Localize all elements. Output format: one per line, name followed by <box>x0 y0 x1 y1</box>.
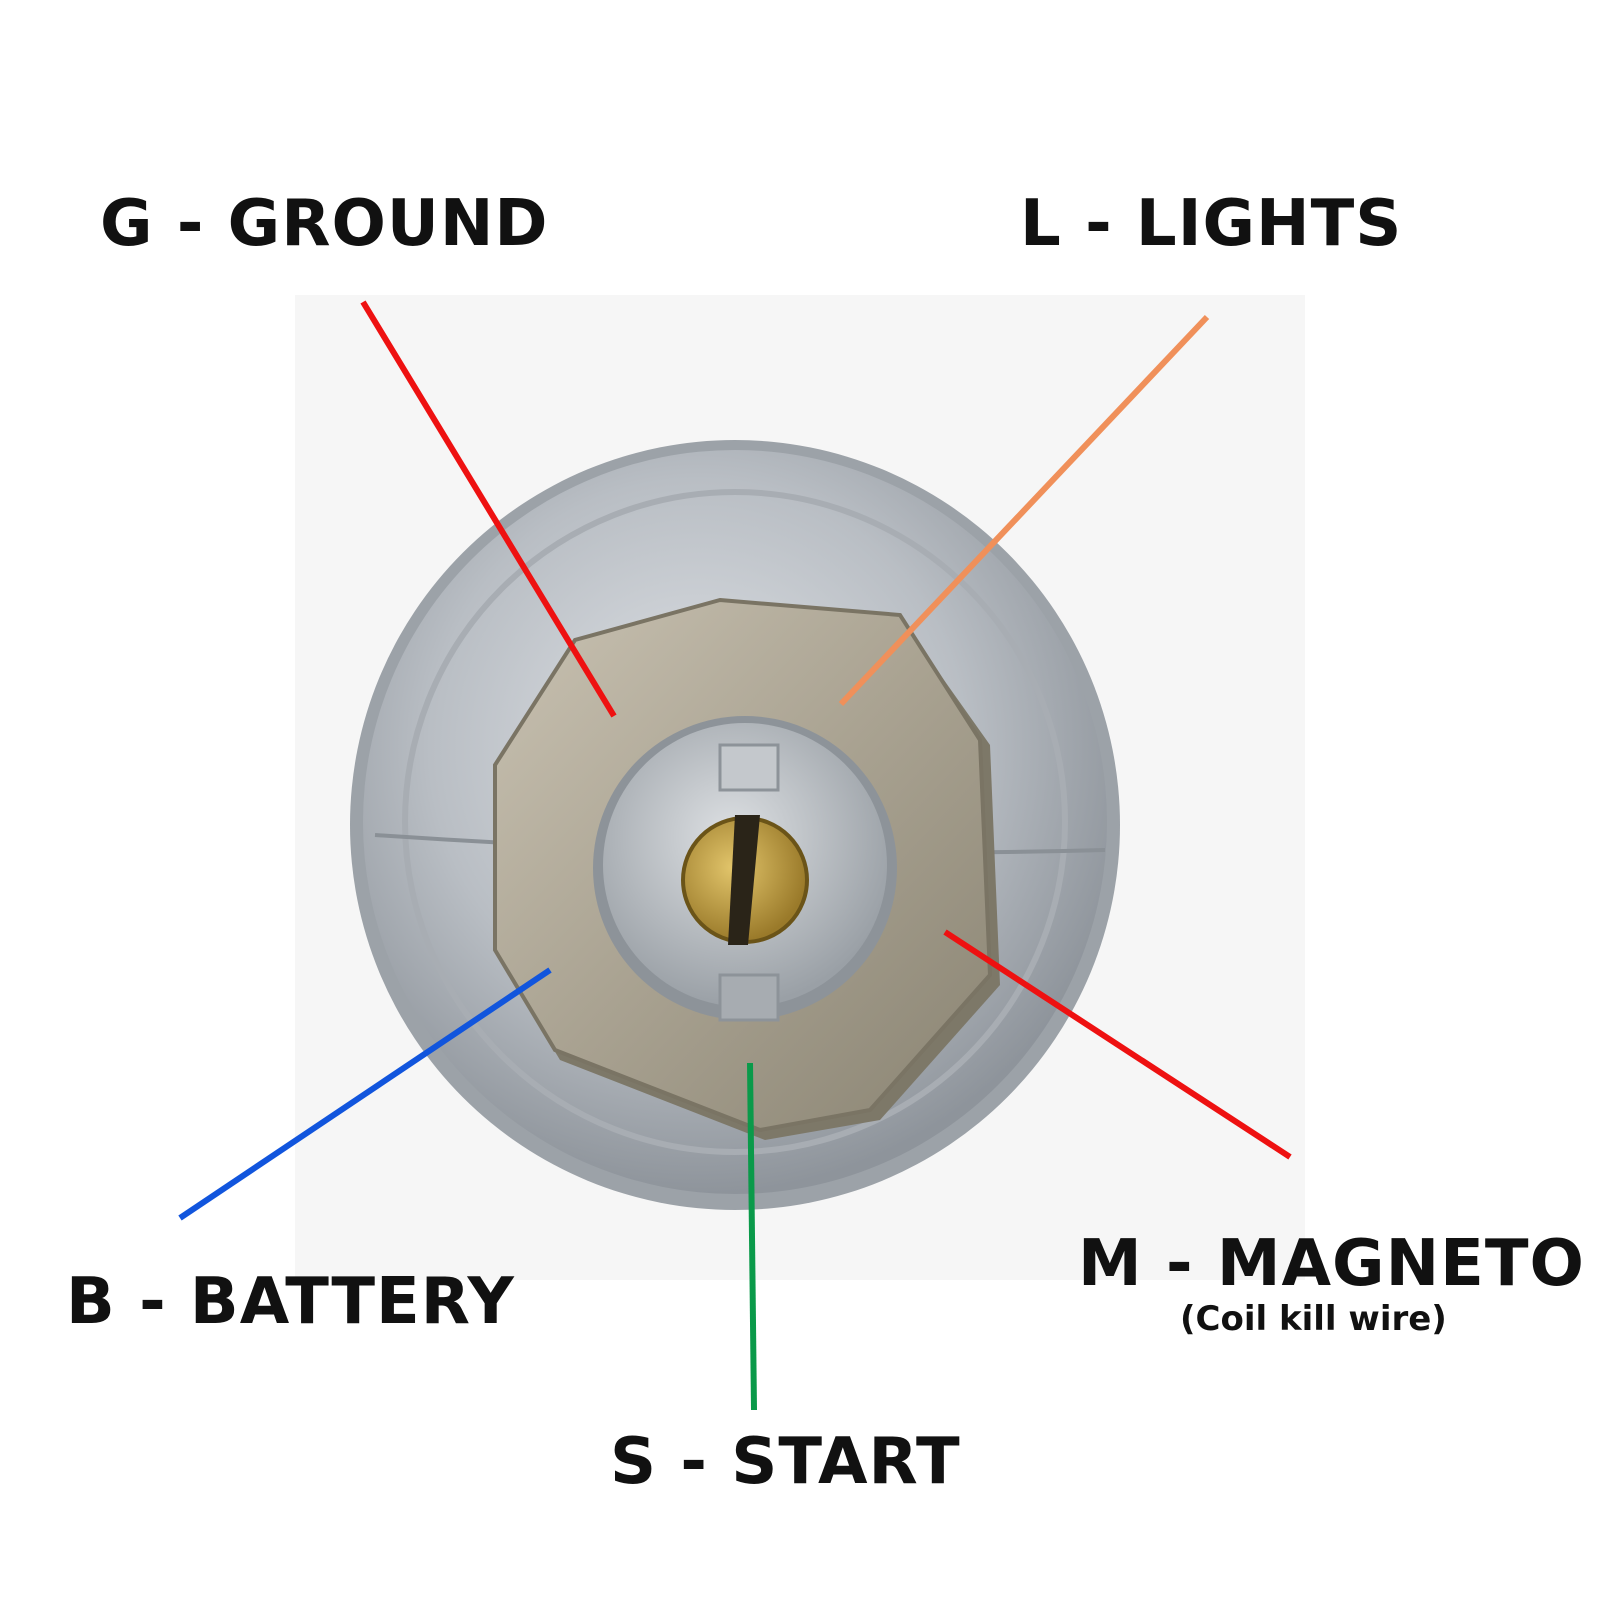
start-pointer-line <box>747 1062 757 1411</box>
magneto-pointer-line <box>943 929 1292 1160</box>
start-label: S - START <box>610 1425 961 1499</box>
magneto-label: M - MAGNETO <box>1078 1227 1585 1301</box>
ground-pointer-line <box>360 300 617 718</box>
barrel-notch-top <box>718 743 780 792</box>
battery-pointer-line <box>178 967 552 1221</box>
battery-label: B - BATTERY <box>66 1265 515 1339</box>
ground-label: G - GROUND <box>100 187 549 261</box>
switch-body-ring <box>402 489 1068 1155</box>
barrel-notch-bottom <box>718 973 780 1022</box>
key-slot <box>728 815 760 945</box>
magneto-note: (Coil kill wire) <box>1180 1299 1447 1339</box>
lights-pointer-line <box>838 314 1210 707</box>
lights-label: L - LIGHTS <box>1020 187 1403 261</box>
